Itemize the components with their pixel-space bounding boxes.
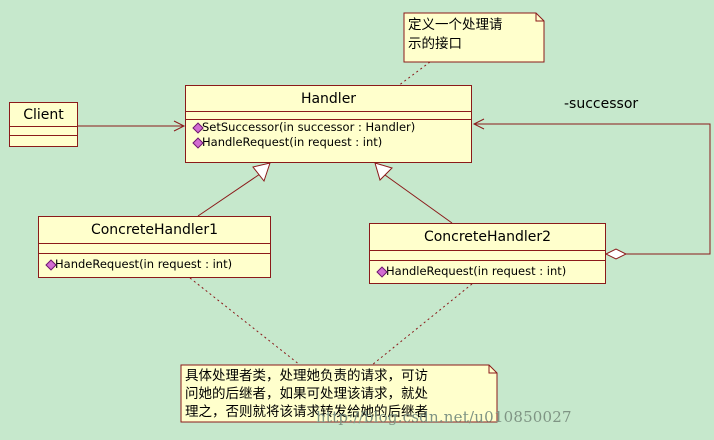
class-client-attributes xyxy=(10,127,77,136)
operation-label: HandleRequest(in request : int) xyxy=(386,264,567,278)
note-interface-fold xyxy=(535,13,544,22)
operation-label: HandleRequest(in request : int) xyxy=(202,135,383,149)
operation-label: SetSuccessor(in successor : Handler) xyxy=(202,120,416,134)
note-concrete-anchor-2 xyxy=(371,283,473,366)
note-line: 示的接口 xyxy=(408,36,462,52)
class-client-name: Client xyxy=(10,103,77,127)
successor-arrowhead xyxy=(472,118,485,130)
concrete2-generalization-line xyxy=(384,174,453,224)
successor-aggregation-diamond xyxy=(604,248,628,260)
note-line: 定义一个处理请 xyxy=(408,17,503,33)
successor-association xyxy=(474,123,711,255)
successor-label: -successor xyxy=(564,96,639,112)
note-concrete-anchor-1 xyxy=(189,277,301,366)
note-line: 理之，否则就将该请求转发给她的后继者 xyxy=(185,404,428,420)
note-line: 问她的后继者，如果可处理该请求，就处 xyxy=(185,386,428,402)
class-concrete-handler-1-name: ConcreteHandler1 xyxy=(39,217,270,244)
note-concrete: 具体处理者类，处理她负责的请求，可访 问她的后继者，如果可处理该请求，就处 理之… xyxy=(181,364,497,424)
class-concrete-handler-1-attributes xyxy=(39,244,270,254)
client-handler-arrowhead xyxy=(173,120,186,132)
class-concrete-handler-1[interactable]: ConcreteHandler1 HandeRequest(in request… xyxy=(38,216,271,278)
note-interface-box xyxy=(403,12,545,63)
class-concrete-handler-2-attributes xyxy=(370,251,605,261)
class-concrete-handler-1-op: HandeRequest(in request : int) xyxy=(39,257,270,272)
class-client[interactable]: Client xyxy=(9,102,78,147)
note-interface: 定义一个处理请 示的接口 xyxy=(404,13,544,57)
class-handler-op: HandleRequest(in request : int) xyxy=(186,135,471,150)
note-interface-anchor xyxy=(397,61,431,87)
concrete1-generalization-line xyxy=(197,173,261,217)
class-concrete-handler-2-op: HandleRequest(in request : int) xyxy=(370,264,605,279)
class-handler-attributes xyxy=(186,112,471,120)
watermark: http://blog.csdn.net/u010850027 xyxy=(316,408,572,426)
class-handler-name: Handler xyxy=(186,86,471,112)
note-concrete-box xyxy=(180,364,498,423)
concrete2-generalization-triangle xyxy=(374,162,393,181)
concrete1-generalization-triangle xyxy=(252,162,271,183)
class-handler[interactable]: Handler SetSuccessor(in successor : Hand… xyxy=(185,85,472,163)
class-concrete-handler-2-name: ConcreteHandler2 xyxy=(370,224,605,251)
operation-label: HandeRequest(in request : int) xyxy=(55,257,233,271)
note-line: 具体处理者类，处理她负责的请求，可访 xyxy=(185,368,428,384)
note-concrete-fold xyxy=(488,365,497,374)
class-handler-op: SetSuccessor(in successor : Handler) xyxy=(186,120,471,135)
class-concrete-handler-2[interactable]: ConcreteHandler2 HandleRequest(in reques… xyxy=(369,223,606,284)
